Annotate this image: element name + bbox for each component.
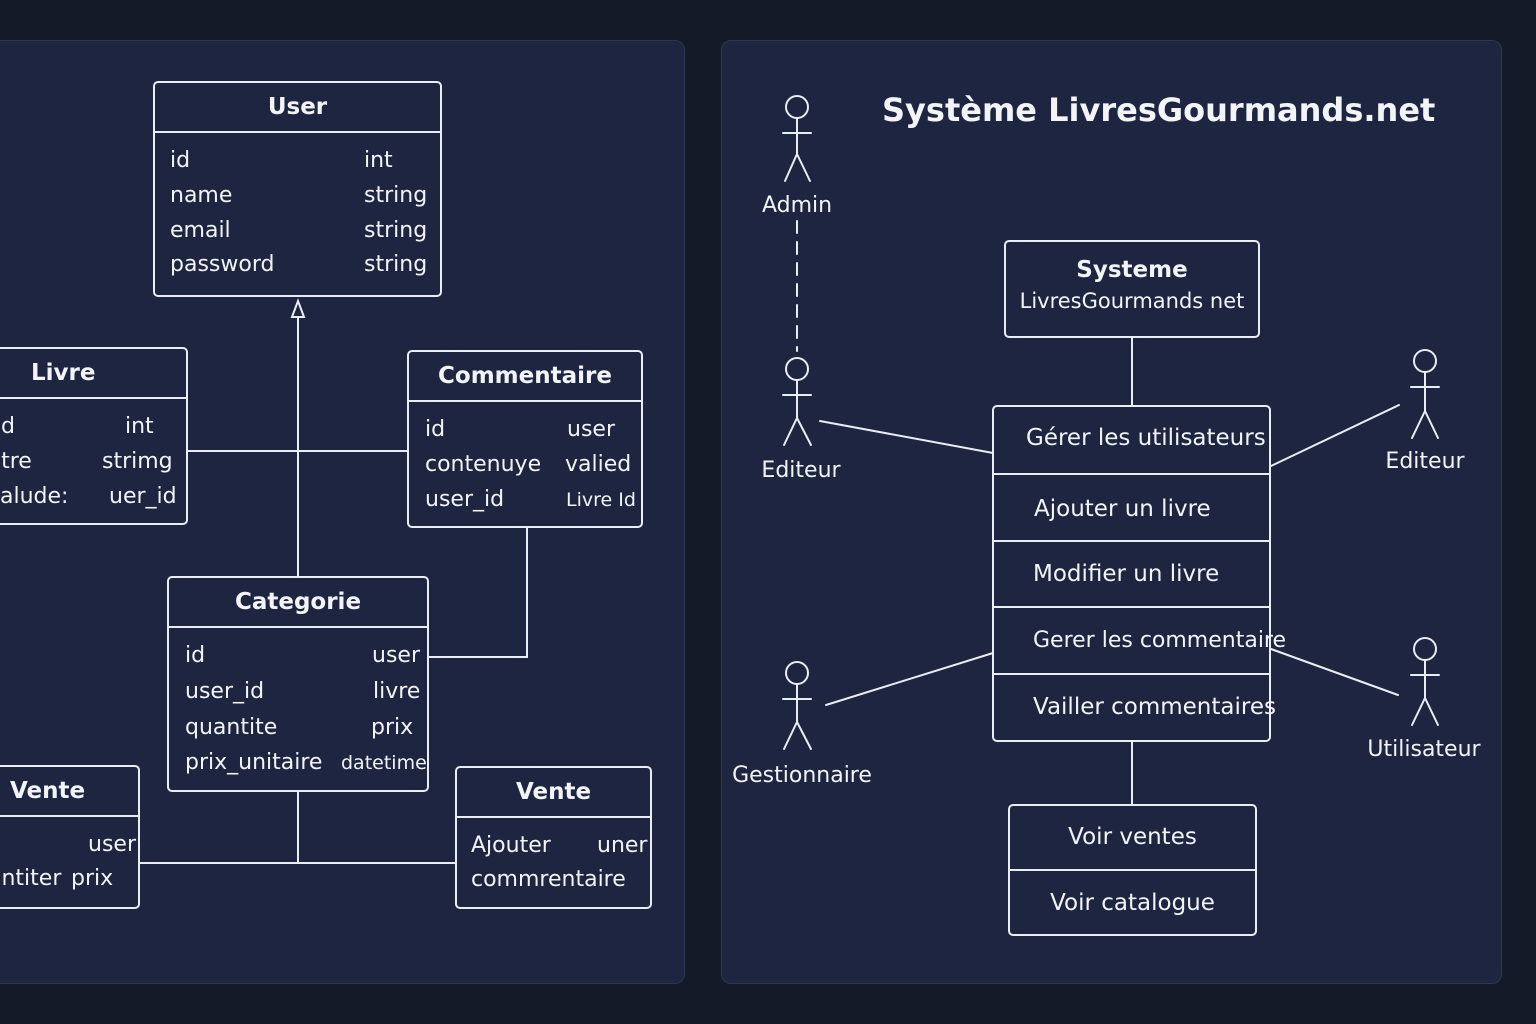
assoc-editeur-left [819,420,994,454]
use-case-voir-catalogue[interactable]: Voir catalogue [1050,890,1215,916]
system-box-line1: Systeme [1076,257,1188,283]
field-name: commrentaire [471,867,626,892]
class-title: Livre [0,349,186,399]
class-livre[interactable]: Livre d int itre strimg valude: uer_id [0,347,188,525]
field-type: livre [373,679,421,704]
field-type: string [364,252,428,277]
assoc-editeur-right [1270,404,1400,467]
use-case-divider [1010,869,1255,871]
field-type: user [567,417,615,442]
field-type: prix [371,715,414,740]
field-type: valied [565,452,632,477]
class-commentaire[interactable]: Commentaire id user contenuye valied use… [407,350,643,528]
field-type: uner [597,833,648,858]
actor-gestionnaire-figure [782,661,812,750]
use-case-divider [994,673,1269,675]
class-categorie[interactable]: Categorie id user user_id livre quantite… [167,576,429,792]
actor-label-utilisateur: Utilisateur [1367,737,1481,762]
use-case-modifier-livre[interactable]: Modifier un livre [1033,561,1220,587]
actor-utilisateur-figure [1410,637,1440,726]
field-name: prix_unitaire [185,750,323,775]
actor-admin-figure [782,95,812,182]
field-type: prix [71,866,114,891]
class-title: Vente [457,768,650,818]
use-case-divider [994,606,1269,608]
actor-editeur-right-figure [1410,349,1440,439]
use-case-list: Gérer les utilisateurs Ajouter un livre … [992,405,1287,742]
class-diagram-connectors [140,298,528,864]
field-type: uer_id [109,484,177,509]
field-name: Ajouter [471,833,551,858]
use-case-diagram-panel: Système LivresGourmands.net Admin Editeu… [721,40,1502,984]
use-case-gerer-utilisateurs[interactable]: Gérer les utilisateurs [1026,425,1266,451]
field-type: string [364,183,428,208]
field-type: Livre Id [566,489,636,511]
field-name: id [185,643,206,668]
field-name: quantite [185,715,278,740]
field-name: name [170,183,233,208]
bottom-case-box: Voir ventes Voir catalogue [1008,804,1257,936]
field-type: user [372,643,420,668]
system-box[interactable]: Systeme LivresGourmands net [1004,240,1260,338]
field-type: datetime [341,752,427,774]
inheritance-arrowhead [290,298,306,318]
actor-label-editeur-left: Editeur [761,458,841,483]
diagram-title: Système LivresGourmands.net [882,91,1436,129]
class-diagram-panel: User id int name string email string pas… [0,40,685,984]
field-name: email [170,218,231,243]
class-title: User [155,83,440,133]
field-name: id [170,148,191,173]
assoc-utilisateur [1270,648,1399,696]
actor-label-gestionnaire: Gestionnaire [732,763,872,788]
field-type: int [364,148,393,173]
actor-label-editeur-right: Editeur [1385,449,1465,474]
field-name: password [170,252,275,277]
field-name: valude: [0,484,69,509]
field-name: id [425,417,446,442]
field-name: user_id [185,679,265,704]
class-title: Vente [0,767,138,817]
use-case-divider [994,473,1269,475]
actor-label-admin: Admin [761,193,833,218]
use-case-gerer-commentaire[interactable]: Gerer les commentaire [1033,628,1287,653]
use-case-vailler-commentaires[interactable]: Vailler commentaires [1033,694,1276,720]
class-user[interactable]: User id int name string email string pas… [153,81,442,297]
use-case-connectors [782,95,1440,805]
field-name: user_id [425,487,505,512]
class-title: Categorie [169,578,427,628]
field-type: user [88,832,136,857]
class-title: Commentaire [409,352,641,402]
actor-editeur-left-figure [782,357,812,446]
field-name: d [1,414,15,439]
field-type: string [364,218,428,243]
commentaire-categorie-line [428,528,528,658]
system-box-line2: LivresGourmands net [1019,289,1245,313]
field-type: int [125,414,154,439]
class-vente-right[interactable]: Vente Ajouter uner commrentaire [455,766,652,909]
field-name: contenuye [425,452,542,477]
field-name: itre [0,449,32,474]
assoc-gestionnaire [825,652,994,706]
field-type: strimg [102,449,173,474]
class-vente-left[interactable]: Vente user antiter prix [0,765,140,909]
use-case-ajouter-livre[interactable]: Ajouter un livre [1034,496,1211,522]
field-name: antiter [0,866,62,891]
use-case-voir-ventes[interactable]: Voir ventes [1068,824,1197,850]
use-case-divider [994,540,1269,542]
